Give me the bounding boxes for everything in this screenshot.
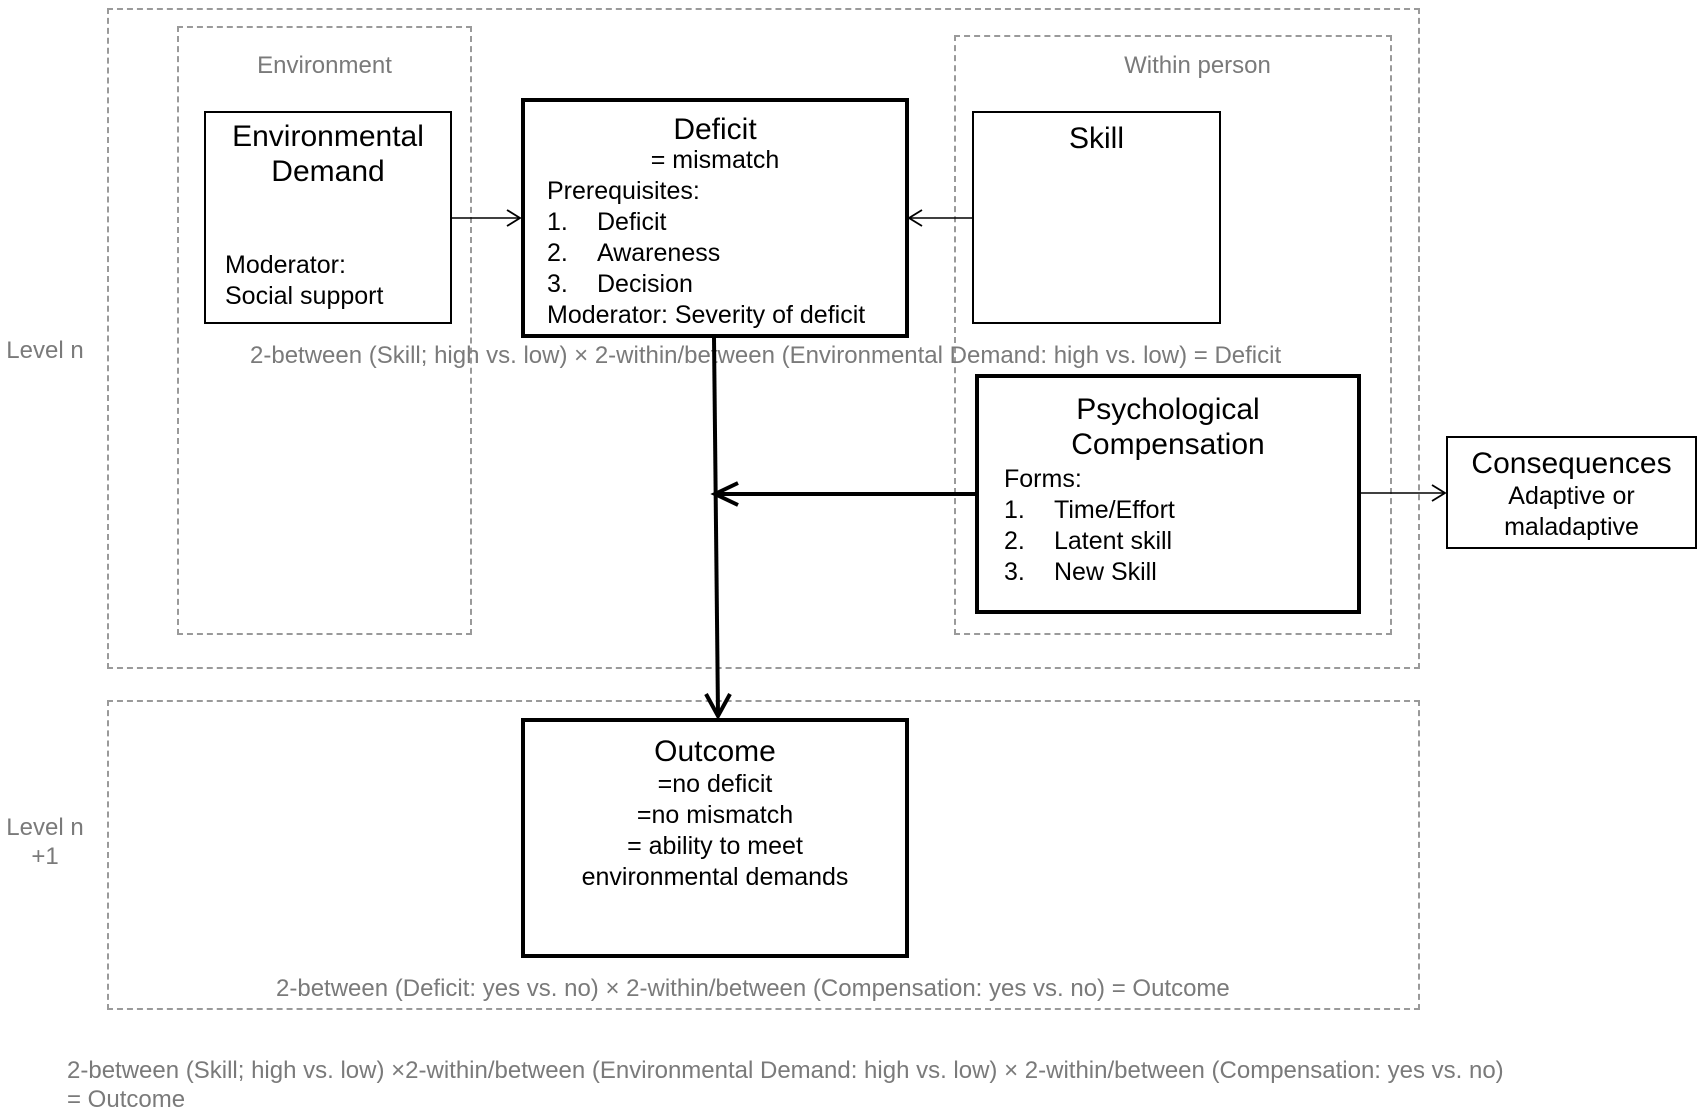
consequences-box: Consequences Adaptive or maladaptive: [1446, 436, 1697, 549]
list-item: 3. Decision: [547, 269, 905, 300]
deficit-moderator: Moderator: Severity of deficit: [547, 301, 866, 329]
deficit-prereq-label: Prerequisites:: [547, 177, 700, 205]
level-n-label: Level n: [6, 337, 84, 364]
list-number: 3.: [547, 270, 568, 298]
deficit-title: Deficit: [673, 113, 757, 146]
level-n1-label-line1: Level n: [6, 814, 84, 841]
level-n1-label-line2: +1: [31, 843, 59, 870]
outcome-line1: =no deficit: [657, 770, 773, 798]
list-number: 1.: [1004, 496, 1025, 524]
list-item: 1. Time/Effort: [1004, 495, 1357, 526]
skill-title: Skill: [1068, 122, 1124, 155]
level-n1-formula: 2-between (Deficit: yes vs. no) × 2-with…: [276, 975, 1230, 1002]
arrow-demand-to-deficit-head: [506, 209, 522, 227]
arrow-skill-to-deficit-head: [907, 209, 923, 227]
level-n-formula: 2-between (Skill; high vs. low) × 2-with…: [250, 342, 1282, 369]
outcome-line4: environmental demands: [581, 863, 849, 891]
compensation-title-line1: Psychological: [1076, 393, 1260, 426]
list-text: New Skill: [1054, 558, 1157, 586]
list-text: Latent skill: [1054, 527, 1173, 555]
list-text: Awareness: [597, 239, 721, 267]
consequences-line1: Adaptive or: [1508, 482, 1635, 510]
environmental-demand-moderator-line2: Social support: [225, 282, 384, 310]
environmental-demand-title-line2: Demand: [271, 155, 385, 188]
compensation-title: Psychological Compensation: [979, 392, 1357, 462]
list-item: 2. Latent skill: [1004, 526, 1357, 557]
compensation-details: Forms: 1. Time/Effort 2. Latent skill 3.…: [979, 464, 1357, 588]
consequences-line2: maladaptive: [1504, 513, 1639, 541]
list-text: Time/Effort: [1054, 496, 1175, 524]
psychological-compensation-box: Psychological Compensation Forms: 1. Tim…: [975, 374, 1361, 614]
compensation-title-line2: Compensation: [1071, 428, 1265, 461]
list-item: 1. Deficit: [547, 207, 905, 238]
arrow-deficit-to-outcome-head: [704, 693, 732, 721]
list-text: Deficit: [597, 208, 667, 236]
list-number: 2.: [1004, 527, 1025, 555]
arrow-compensation-to-path-head: [710, 481, 739, 507]
list-text: Decision: [597, 270, 693, 298]
within-person-label: Within person: [1124, 52, 1271, 79]
deficit-box: Deficit = mismatch Prerequisites: 1. Def…: [521, 98, 909, 338]
list-number: 1.: [547, 208, 568, 236]
environmental-demand-box: Environmental Demand Moderator: Social s…: [204, 111, 452, 324]
list-number: 3.: [1004, 558, 1025, 586]
list-item: 3. New Skill: [1004, 557, 1357, 588]
consequences-title: Consequences: [1471, 447, 1672, 480]
list-number: 2.: [547, 239, 568, 267]
deficit-subtitle: = mismatch: [650, 146, 780, 174]
overall-formula: 2-between (Skill; high vs. low) ×2-withi…: [67, 1056, 1504, 1114]
environmental-demand-title: Environmental Demand: [206, 119, 450, 189]
level-n1-region: [107, 700, 1420, 1010]
level-n-region: [107, 8, 1420, 669]
environmental-demand-moderator-line1: Moderator:: [225, 251, 346, 279]
outcome-line3: = ability to meet: [627, 832, 803, 860]
arrow-deficit-to-outcome: [712, 337, 720, 715]
list-item: 2. Awareness: [547, 238, 905, 269]
level-n1-label: Level n +1: [0, 813, 90, 871]
within-person-region: [954, 35, 1392, 635]
outcome-title: Outcome: [654, 735, 776, 768]
outcome-box: Outcome =no deficit =no mismatch = abili…: [521, 718, 909, 958]
environment-label: Environment: [257, 52, 392, 79]
outcome-line2: =no mismatch: [636, 801, 794, 829]
skill-box: Skill: [972, 111, 1221, 324]
environmental-demand-title-line1: Environmental: [232, 120, 424, 153]
compensation-forms-label: Forms:: [1004, 465, 1082, 493]
overall-formula-line1: 2-between (Skill; high vs. low) ×2-withi…: [67, 1057, 1504, 1084]
arrow-compensation-to-consequences-head: [1431, 484, 1447, 502]
deficit-details: Prerequisites: 1. Deficit 2. Awareness 3…: [525, 176, 905, 331]
environment-region: [177, 26, 472, 635]
overall-formula-line2: = Outcome: [67, 1086, 186, 1113]
environmental-demand-moderator: Moderator: Social support: [225, 250, 383, 312]
